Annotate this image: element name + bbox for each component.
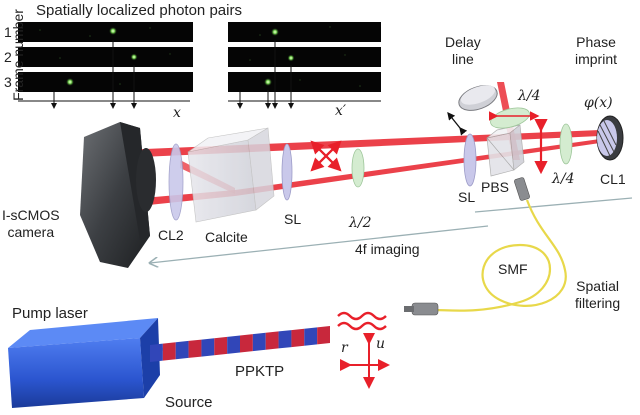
frame-number-label: Frame number (9, 9, 26, 101)
cl2-lens (168, 143, 184, 221)
scan-lens-right (463, 133, 477, 187)
phase-imprint-label: Phase imprint (575, 34, 618, 67)
photon-spot (130, 53, 138, 61)
fiber-connector-top (514, 177, 530, 201)
ppktp-domain (278, 330, 292, 349)
frame-axes (18, 40, 381, 109)
quarter-wave-plate-right (559, 123, 573, 165)
photon-pair-waves (337, 311, 387, 331)
ppktp-domain (162, 342, 176, 361)
frame-3-right (228, 72, 381, 92)
photon-spot (109, 27, 117, 35)
cl1-phase-imprint (596, 115, 624, 161)
ppktp-domain (291, 328, 305, 348)
ppktp-domain (188, 339, 202, 358)
frame-2-left (18, 47, 193, 67)
ppktp-domain (150, 343, 163, 362)
half-wave-plate (351, 148, 365, 188)
ru-cross (340, 333, 390, 389)
smf-label: SMF (498, 261, 528, 277)
half-wave-label: λ/2 (349, 215, 372, 231)
scan-lens-left (281, 143, 293, 201)
camera (80, 122, 156, 268)
spatial-filtering-label: Spatial filtering (575, 278, 621, 311)
photon-spot (264, 78, 272, 86)
quarter-right-label: λ/4 (552, 171, 575, 187)
calcite-crystal (187, 127, 275, 223)
photon-spot (271, 28, 279, 36)
sl-left-label: SL (284, 211, 302, 227)
ppktp-domain (214, 336, 228, 356)
pbs-label: PBS (481, 179, 510, 195)
guide-lines (150, 197, 633, 263)
frame-1: 1 (4, 24, 12, 40)
ppktp-domain (201, 338, 215, 357)
fiber-connector-bottom (404, 302, 439, 316)
frame-3: 3 (4, 74, 12, 90)
cl2-label: CL2 (158, 227, 184, 243)
ppktp-domain (252, 332, 266, 352)
cl1-label: CL1 (600, 171, 626, 187)
frame-2-right (228, 47, 381, 67)
photon-spot (287, 54, 295, 62)
delay-line-label: Delay line (445, 34, 481, 67)
phi-label: φ(x) (584, 95, 613, 111)
x-axis-label: x (173, 105, 181, 121)
single-mode-fiber (434, 199, 567, 312)
camera-label: I-sCMOS camera (2, 207, 60, 240)
r-label: r (341, 340, 348, 356)
polarization-cross (310, 140, 342, 172)
ppktp-domain (175, 340, 189, 360)
quarter-top-label: λ/4 (518, 88, 541, 104)
photon-spot (66, 78, 74, 86)
sl-right-label: SL (458, 189, 476, 205)
pump-laser (8, 318, 166, 408)
frame-strips (18, 22, 381, 92)
ppktp-domain (304, 327, 318, 346)
frame-2: 2 (4, 49, 12, 65)
source-label: Source (165, 394, 213, 411)
pump-laser-label: Pump laser (12, 305, 88, 322)
ppktp-domain (265, 331, 279, 350)
ppktp-domain (227, 335, 240, 354)
frame-1-left (18, 22, 193, 42)
frame-1-right (228, 22, 381, 42)
frame-3-left (18, 72, 193, 92)
title: Spatially localized photon pairs (36, 2, 242, 19)
ppktp-crystal (150, 326, 330, 362)
imaging-label: 4f imaging (355, 241, 420, 257)
pbs-cube (486, 124, 525, 177)
ppktp-domain (317, 326, 330, 345)
x-prime-axis-label: x′ (335, 103, 347, 119)
u-label: u (376, 336, 386, 352)
calcite-label: Calcite (205, 229, 248, 245)
ppktp-domain (240, 334, 253, 353)
ppktp-label: PPKTP (235, 363, 285, 380)
